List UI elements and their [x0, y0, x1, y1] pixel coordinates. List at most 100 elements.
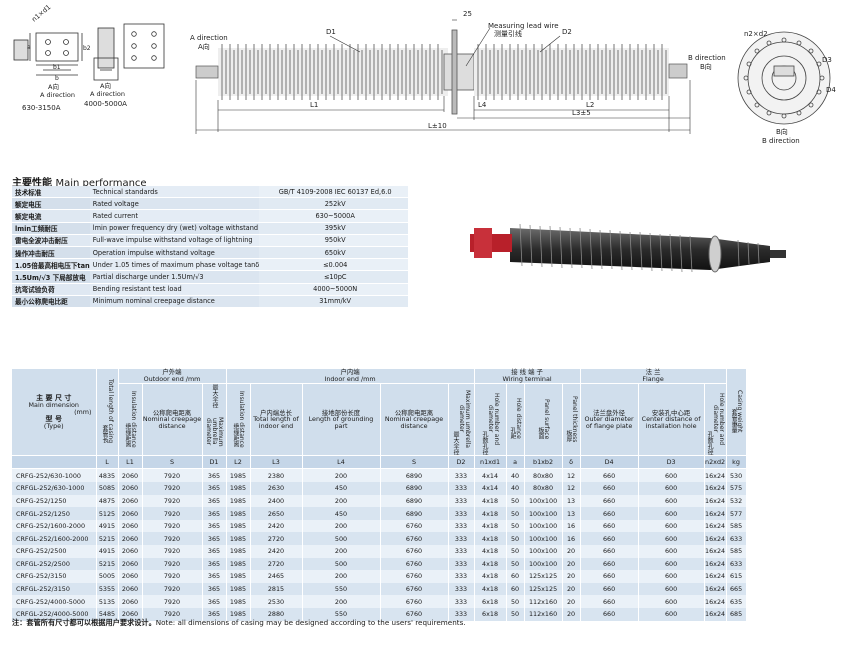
sub-t-zh: 板厚 — [565, 430, 573, 443]
value-cell: 585 — [726, 519, 747, 533]
footnote-en: Note: all dimensions of casing may be de… — [155, 618, 466, 627]
main-dimension-header: 主 要 尺 寸 Main dimension (mm) 型 号 (Type) — [12, 369, 97, 457]
perf-value: 650kV — [259, 246, 408, 260]
value-cell: 365 — [202, 507, 227, 520]
value-cell: 635 — [726, 595, 747, 608]
value-cell: 100x100 — [524, 532, 563, 545]
value-cell: 100x100 — [524, 519, 563, 533]
value-cell: 450 — [302, 507, 381, 520]
type-cell: CRFG-252/4000-5000 — [12, 595, 97, 608]
value-cell: 2420 — [250, 545, 303, 558]
value-cell: 2060 — [118, 532, 143, 545]
value-cell: 365 — [202, 532, 227, 545]
value-cell: 16 — [562, 519, 581, 533]
value-cell: 6760 — [380, 595, 449, 608]
value-cell: 600 — [638, 595, 705, 608]
value-cell: 600 — [638, 582, 705, 596]
flange-view-drawing — [737, 31, 831, 125]
value-cell: 100x100 — [524, 507, 563, 520]
value-cell: 80x80 — [524, 482, 563, 495]
value-cell: 550 — [302, 607, 381, 621]
l3-label: L3±5 — [572, 109, 591, 117]
type-cell: CRFGL-252/4000-5000 — [12, 607, 97, 621]
perf-value: 31mm/kV — [259, 295, 408, 308]
value-cell: 600 — [638, 557, 705, 571]
outdoor-end-header: 户外端 Outdoor end /mm — [118, 368, 227, 384]
value-cell: 6760 — [380, 519, 449, 533]
flange-header: 法 兰 Flange — [580, 369, 727, 384]
value-cell: 7920 — [142, 494, 203, 508]
value-cell: 100x100 — [524, 494, 563, 508]
value-cell: 6x18 — [474, 595, 507, 608]
indoor-end-header: 户内端 Indoor end /mm — [226, 369, 475, 384]
terminal-end — [770, 250, 786, 258]
value-cell: 5085 — [96, 482, 119, 495]
value-cell: 600 — [638, 507, 705, 520]
value-cell: 4915 — [96, 519, 119, 533]
value-cell: 333 — [448, 557, 475, 571]
value-cell: 660 — [580, 507, 639, 520]
symbol-cell: D1 — [202, 455, 227, 470]
sub-n2-zh: 孔数孔径 — [706, 430, 714, 455]
bushing-body — [510, 228, 770, 270]
perf-label-zh: 额定电流 — [12, 209, 90, 223]
perf-value: 630~5000A — [259, 209, 408, 223]
performance-title-zh: 主要性能 — [12, 178, 52, 189]
value-cell: 365 — [202, 494, 227, 508]
bushing-drawing — [195, 19, 691, 134]
value-cell: 2400 — [250, 494, 303, 508]
value-cell: 125x125 — [524, 582, 563, 596]
value-cell: 16 — [562, 532, 581, 545]
lead-wire-en-label: Measuring lead wire — [488, 22, 559, 30]
value-cell: 1985 — [226, 557, 251, 571]
value-cell: 333 — [448, 494, 475, 508]
value-cell: 633 — [726, 557, 747, 571]
value-cell: 365 — [202, 595, 227, 608]
value-cell: 5135 — [96, 595, 119, 608]
type-cell: CRFG-252/3150 — [12, 570, 97, 583]
dimensions-table: 主 要 尺 寸 Main dimension (mm) 型 号 (Type) 套… — [12, 369, 747, 621]
hdr-weight-en: Casing weight — [736, 390, 744, 433]
type-cell: CRFGL-252/3150 — [12, 582, 97, 596]
hdr-wiring-zh: 接 线 端 子 — [511, 368, 543, 377]
value-cell: 50 — [506, 607, 525, 621]
value-cell: 550 — [302, 582, 381, 596]
value-cell: 7920 — [142, 468, 203, 483]
value-cell: 112x160 — [524, 595, 563, 608]
performance-title: 主要性能 Main performance — [12, 174, 147, 189]
casing-weight-header: 套管重量Casing weight — [726, 369, 747, 457]
sub-b-zh: 板面 — [537, 427, 545, 439]
symbol-cell: S — [380, 455, 449, 470]
d1-label: D1 — [326, 28, 336, 36]
type-cell: CRFG-252/1250 — [12, 494, 97, 508]
perf-label-zh: 最小公称爬电比距 — [12, 295, 90, 308]
value-cell: 1985 — [226, 519, 251, 533]
value-cell: 1985 — [226, 595, 251, 608]
value-cell: 4x14 — [474, 482, 507, 495]
value-cell: 112x160 — [524, 607, 563, 621]
value-cell: 16x24 — [704, 519, 727, 533]
product-photo — [470, 223, 786, 273]
value-cell: 633 — [726, 532, 747, 545]
value-cell: 2060 — [118, 494, 143, 508]
value-cell: 333 — [448, 482, 475, 495]
value-cell: 4x18 — [474, 557, 507, 571]
value-cell: 5125 — [96, 507, 119, 520]
value-cell: 4x14 — [474, 468, 507, 483]
value-cell: 365 — [202, 482, 227, 495]
value-cell: 2880 — [250, 607, 303, 621]
hdr-outdoor-zh: 户外端 — [162, 368, 182, 377]
value-cell: 1985 — [226, 507, 251, 520]
perf-label-zh: 1.5Um/√3 下局部放电 — [12, 270, 90, 284]
value-cell: 333 — [448, 582, 475, 596]
value-cell: 6x18 — [474, 607, 507, 621]
value-cell: 2815 — [250, 582, 303, 596]
sub-d1-zh: 最大伞径 — [211, 384, 218, 408]
value-cell: 660 — [580, 494, 639, 508]
terminal-drawing-4000-5000A — [93, 23, 165, 81]
